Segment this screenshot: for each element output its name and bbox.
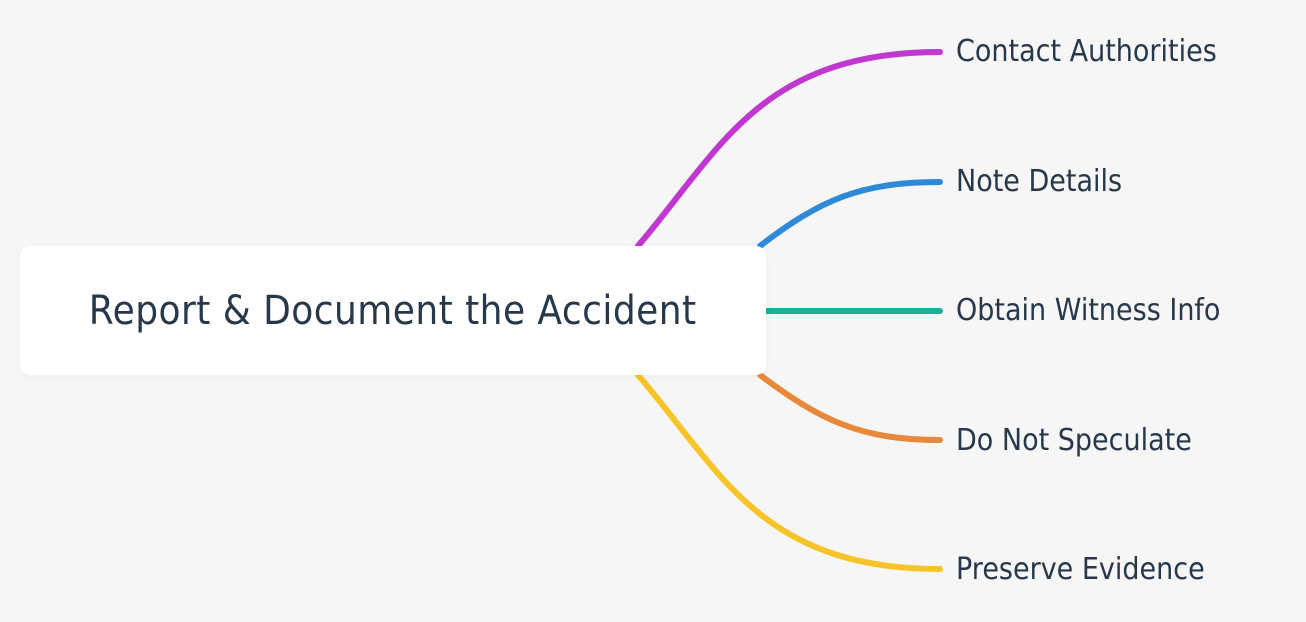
connector-preserve-evidence	[635, 372, 943, 572]
branch-node-do-not-speculate[interactable]: Do Not Speculate	[956, 423, 1192, 458]
branch-node-note-details[interactable]: Note Details	[956, 164, 1123, 199]
branch-node-contact-authorities[interactable]: Contact Authorities	[956, 34, 1217, 69]
connector-do-not-speculate	[757, 372, 943, 443]
connector-note-details	[757, 179, 943, 249]
root-node-label: Report & Document the Accident	[89, 287, 697, 334]
branch-node-obtain-witness-info[interactable]: Obtain Witness Info	[956, 293, 1221, 328]
root-node[interactable]: Report & Document the Accident	[20, 246, 766, 375]
connector-contact-authorities	[635, 49, 943, 249]
branch-node-preserve-evidence[interactable]: Preserve Evidence	[956, 552, 1205, 587]
